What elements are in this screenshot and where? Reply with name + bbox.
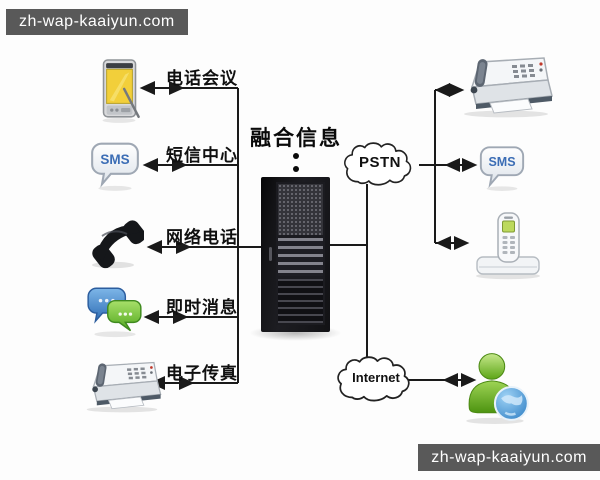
sms-text: SMS: [100, 152, 129, 167]
label-e-fax: 电子传真: [166, 364, 238, 383]
label-voip: 网络电话: [166, 228, 238, 247]
fax-machine-icon-right: [455, 54, 557, 123]
internet-cloud: Internet: [334, 355, 418, 405]
watermark-top-left: zh-wap-kaaiyun.com: [6, 9, 188, 35]
internet-label: Internet: [352, 369, 400, 385]
pstn-cloud: PSTN: [341, 141, 419, 189]
diagram-title: 融合信息: [250, 127, 342, 150]
im-user-globe-icon: [460, 349, 534, 430]
label-instant-message: 即时消息: [166, 298, 238, 317]
sms-text: SMS: [488, 155, 515, 169]
pda-phone-icon: [96, 59, 142, 128]
server-rack-icon: [249, 177, 342, 341]
fax-machine-icon: [80, 356, 164, 421]
chat-bubbles-icon: [84, 284, 146, 343]
sms-bubble-icon-right: SMS: [477, 144, 527, 197]
sms-bubble-icon: SMS: [88, 141, 142, 196]
watermark-bottom-right: zh-wap-kaaiyun.com: [418, 444, 600, 471]
label-conference-call: 电话会议: [166, 69, 238, 88]
pstn-label: PSTN: [358, 153, 401, 171]
phone-handset-icon: [84, 208, 146, 275]
title-colon-dots: [291, 153, 301, 179]
cordless-phone-icon: [468, 209, 548, 286]
label-sms-center: 短信中心: [166, 146, 238, 165]
